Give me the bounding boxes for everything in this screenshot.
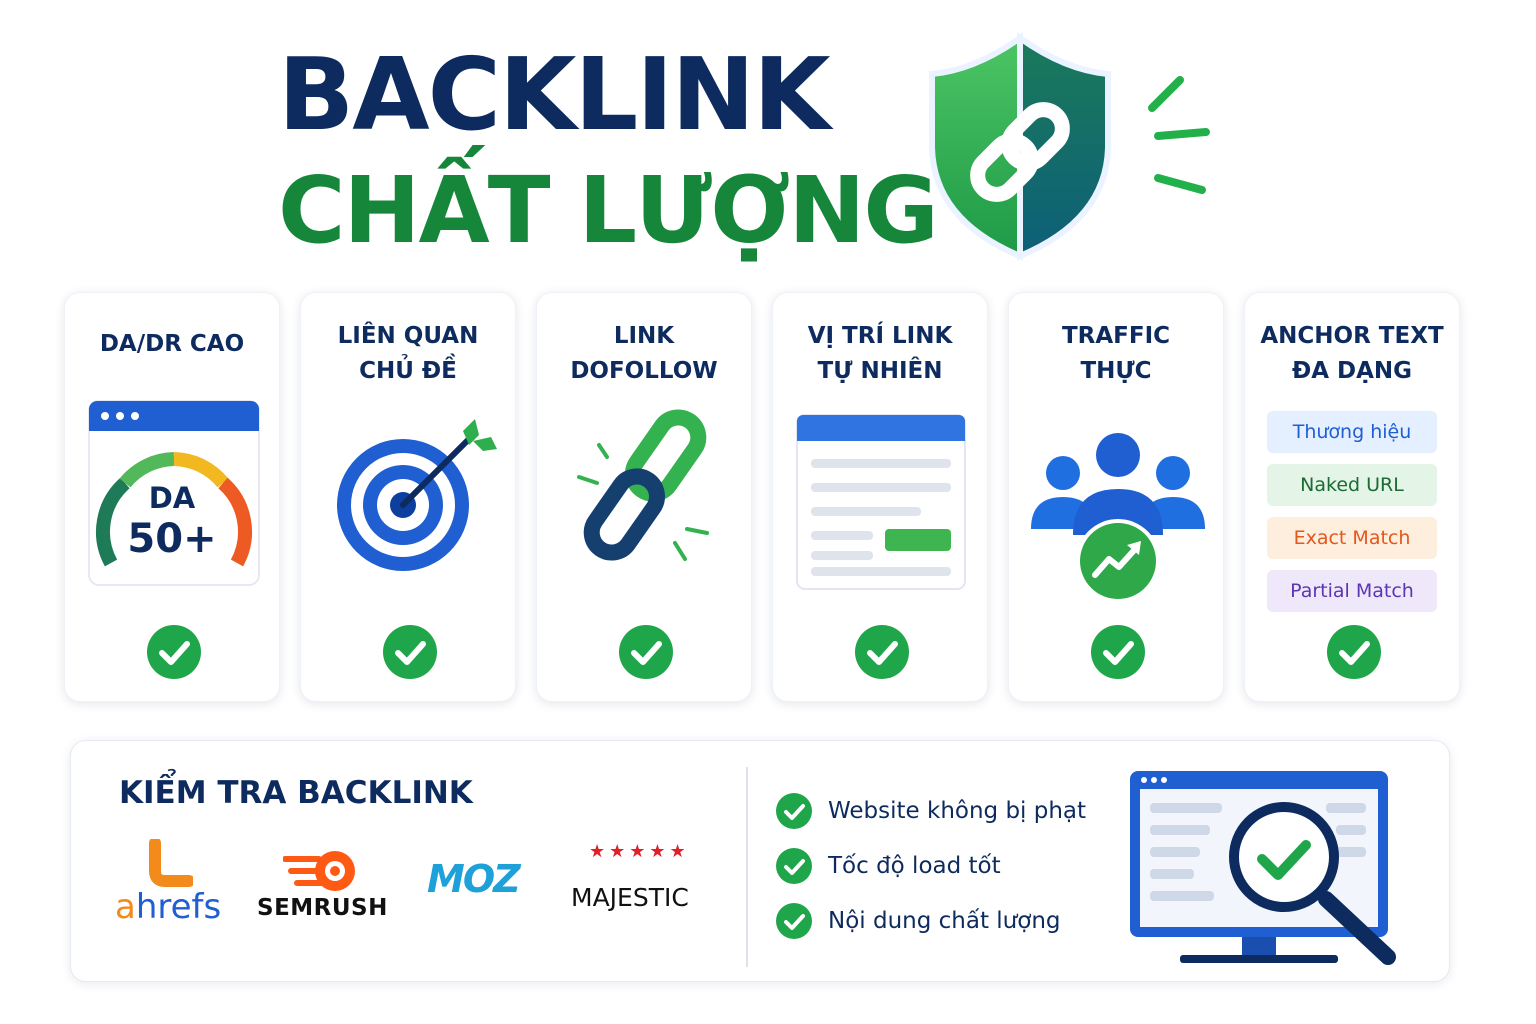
check-backlink-panel: KIỂM TRA BACKLINK ahrefs SEMRUSH MOZ ★★★… xyxy=(70,740,1450,982)
check-item-label: Website không bị phạt xyxy=(828,798,1087,824)
check-icon xyxy=(383,625,437,679)
check-icon xyxy=(776,848,812,884)
anchor-list: Thương hiệu Naked URL Exact Match Partia… xyxy=(1267,411,1437,623)
title-block: BACKLINK CHẤT LƯỢNG xyxy=(278,36,939,266)
target-icon xyxy=(337,419,497,571)
anchor-pill-brand: Thương hiệu xyxy=(1267,411,1437,453)
gauge-label: DA xyxy=(148,481,196,515)
moz-label: MOZ xyxy=(427,857,521,901)
check-item-label: Nội dung chất lượng xyxy=(828,908,1061,934)
ahrefs-logo: ahrefs xyxy=(115,839,235,929)
check-item-label: Tốc độ load tốt xyxy=(828,853,1001,879)
anchor-pill-exact-match: Exact Match xyxy=(1267,517,1437,559)
semrush-mark-icon xyxy=(283,851,355,891)
card-title: DA/DR CAO xyxy=(99,331,245,357)
majestic-logo: ★★★★★ MAJESTIC xyxy=(571,841,721,931)
bottom-title: KIỂM TRA BACKLINK xyxy=(119,775,473,811)
card-title: LINK DOFOLLOW xyxy=(570,323,718,384)
ahrefs-mark-icon xyxy=(149,839,193,887)
title-chat-luong: CHẤT LƯỢNG xyxy=(278,157,939,264)
check-item: Tốc độ load tốt xyxy=(776,848,1086,884)
majestic-stars-icon: ★★★★★ xyxy=(589,841,690,862)
anchor-pill-partial-match: Partial Match xyxy=(1267,570,1437,612)
check-icon xyxy=(619,625,673,679)
check-item: Nội dung chất lượng xyxy=(776,903,1086,939)
check-list: Website không bị phạt Tốc độ load tốt Nộ… xyxy=(776,793,1086,958)
gauge-value: 50+ xyxy=(127,516,217,562)
da-gauge-icon xyxy=(88,400,260,586)
check-icon xyxy=(147,625,201,679)
card-title: VỊ TRÍ LINK TỰ NHIÊN xyxy=(807,323,953,384)
card-dofollow: LINK DOFOLLOW xyxy=(536,292,752,702)
chain-link-icon xyxy=(577,409,709,561)
ahrefs-rest: hrefs xyxy=(135,887,222,927)
moz-logo: MOZ xyxy=(427,851,547,911)
title-backlink: BACKLINK xyxy=(278,36,831,153)
shield-chain-icon xyxy=(929,32,1210,261)
card-anchor-text: ANCHOR TEXT ĐA DẠNG Thương hiệu Naked UR… xyxy=(1244,292,1460,702)
monitor-magnifier-check-icon xyxy=(1130,771,1396,965)
card-lien-quan: LIÊN QUAN CHỦ ĐỀ xyxy=(300,292,516,702)
check-icon xyxy=(776,903,812,939)
check-icon xyxy=(1091,625,1145,679)
semrush-label: SEMRUSH xyxy=(257,895,388,921)
majestic-label: MAJESTIC xyxy=(571,883,689,912)
check-icon xyxy=(855,625,909,679)
check-icon xyxy=(1327,625,1381,679)
feature-cards: DA/DR CAO DA 50+ LIÊN QUAN CHỦ ĐỀ xyxy=(64,292,1464,702)
check-item: Website không bị phạt xyxy=(776,793,1086,829)
check-icon xyxy=(776,793,812,829)
card-traffic: TRAFFIC THỰC xyxy=(1008,292,1224,702)
card-title: TRAFFIC THỰC xyxy=(1061,323,1171,384)
semrush-logo: SEMRUSH xyxy=(257,849,407,929)
users-growth-icon xyxy=(1031,433,1205,603)
card-title: LIÊN QUAN CHỦ ĐỀ xyxy=(337,323,479,384)
ahrefs-prefix: a xyxy=(115,887,136,927)
card-title: ANCHOR TEXT ĐA DẠNG xyxy=(1260,323,1444,384)
card-vi-tri-link: VỊ TRÍ LINK TỰ NHIÊN xyxy=(772,292,988,702)
card-da-dr: DA/DR CAO DA 50+ xyxy=(64,292,280,702)
divider xyxy=(746,767,748,967)
document-icon xyxy=(796,414,966,590)
anchor-pill-naked-url: Naked URL xyxy=(1267,464,1437,506)
